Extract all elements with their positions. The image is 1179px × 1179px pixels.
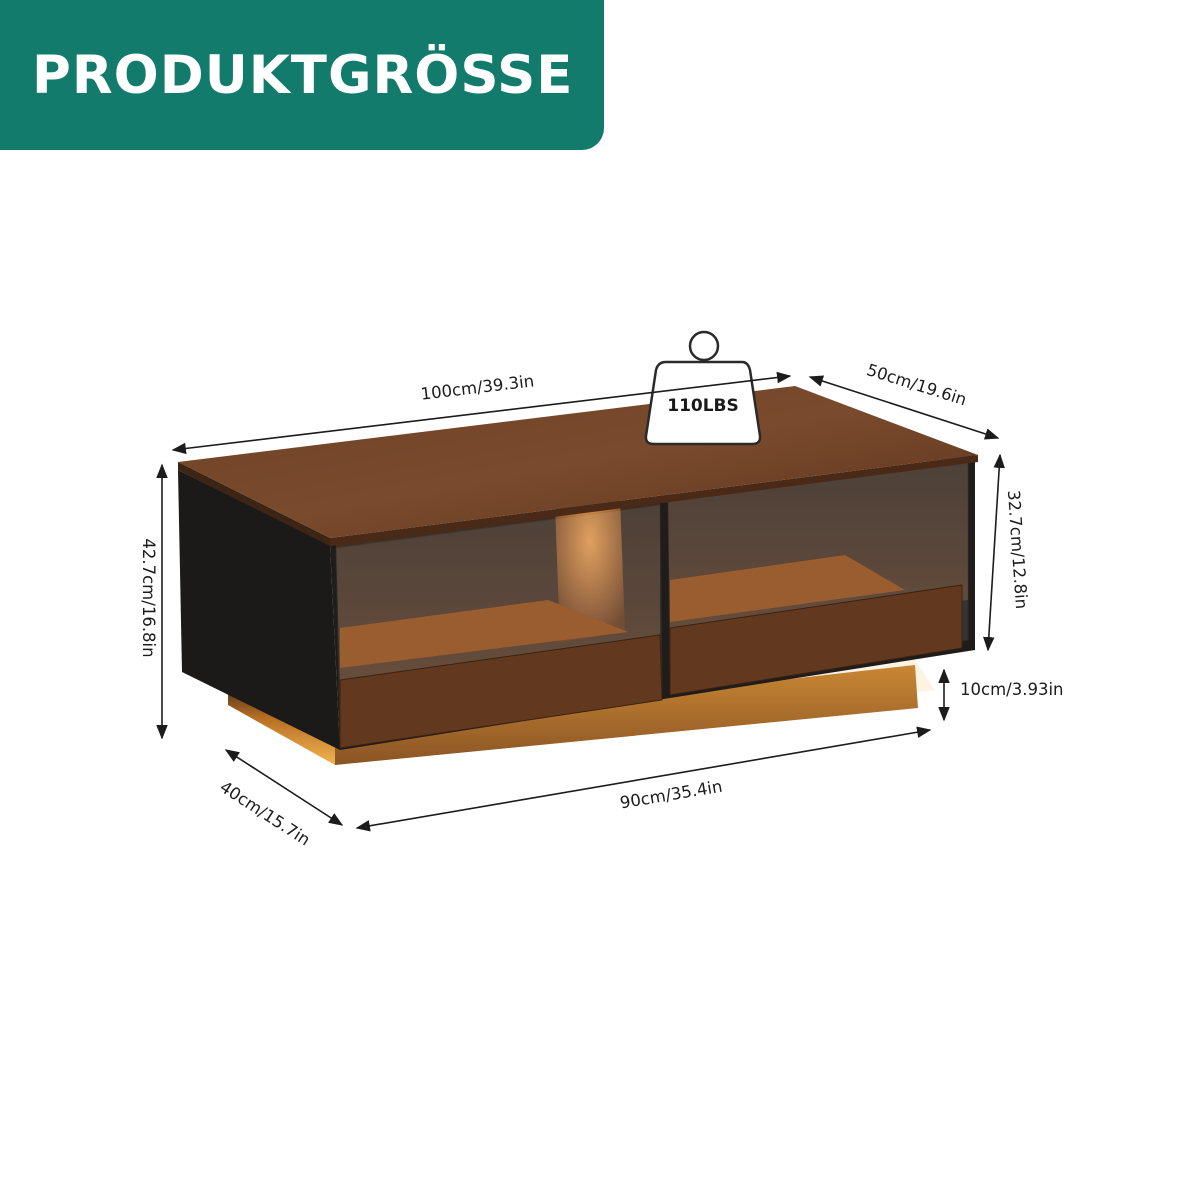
label-total-height: 42.7cm/16.8in bbox=[139, 538, 158, 657]
page-title: PRODUKTGRÖSSE bbox=[32, 44, 574, 106]
drawer-front-right bbox=[669, 584, 963, 696]
drawer-front-left bbox=[339, 634, 663, 749]
label-top-length: 100cm/39.3in bbox=[420, 371, 535, 403]
arrow-base-depth bbox=[224, 749, 344, 826]
header-banner: PRODUKTGRÖSSE bbox=[0, 0, 604, 150]
arrow-base-length bbox=[355, 726, 932, 832]
lamp-column bbox=[555, 498, 625, 642]
label-top-depth: 50cm/19.6in bbox=[864, 360, 968, 409]
tray-right bbox=[670, 555, 905, 622]
label-base-depth: 40cm/15.7in bbox=[216, 777, 313, 849]
tabletop-edge-side bbox=[178, 462, 330, 546]
arrow-top-depth bbox=[808, 375, 1000, 440]
label-base-length: 90cm/35.4in bbox=[618, 777, 723, 813]
weight-label: 110LBS bbox=[667, 396, 739, 416]
tray-left bbox=[340, 600, 628, 668]
side-panel-black bbox=[178, 470, 340, 750]
dimension-lines bbox=[156, 371, 1005, 832]
label-base-height: 10cm/3.93in bbox=[960, 680, 1063, 699]
weight-icon: 110LBS bbox=[644, 330, 762, 446]
label-body-height: 32.7cm/12.8in bbox=[1004, 489, 1031, 609]
arrow-body-height bbox=[983, 453, 1005, 652]
coffee-table bbox=[178, 386, 978, 765]
arrow-top-length bbox=[171, 371, 792, 455]
tabletop-edge-front bbox=[330, 455, 978, 546]
